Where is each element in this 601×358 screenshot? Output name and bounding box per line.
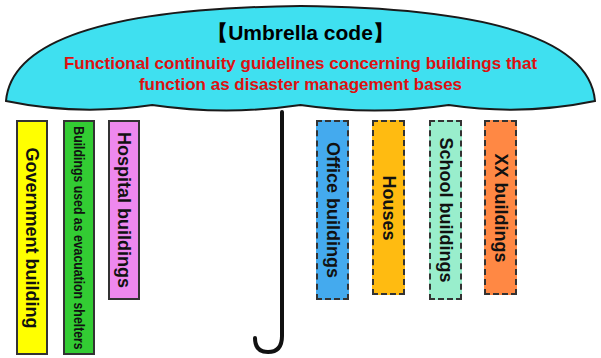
building-label: Houses [380, 175, 398, 240]
building-box: School buildings [429, 120, 462, 300]
building-label: Government building [23, 147, 41, 328]
building-label: Buildings used as evacuation shelters [72, 126, 86, 349]
building-label: School buildings [437, 138, 455, 283]
handle-hook [255, 112, 282, 352]
building-box: Office buildings [316, 120, 349, 300]
building-box: Buildings used as evacuation shelters [63, 120, 95, 355]
umbrella-subtitle: Functional continuity guidelines concern… [39, 53, 562, 95]
umbrella-canopy: 【Umbrella code】 Functional continuity gui… [4, 3, 597, 117]
building-box: Government building [16, 120, 48, 355]
canopy-shape [6, 6, 595, 111]
building-label: XX buildings [492, 153, 510, 262]
building-box: Houses [372, 120, 405, 295]
building-label: Office buildings [324, 142, 342, 278]
building-box: Hospital buildings [108, 120, 140, 300]
building-label: Hospital buildings [115, 132, 133, 288]
umbrella-title: 【Umbrella code】 [207, 21, 394, 45]
canopy-text-area: 【Umbrella code】 Functional continuity gui… [4, 3, 597, 117]
building-box: XX buildings [484, 120, 517, 295]
